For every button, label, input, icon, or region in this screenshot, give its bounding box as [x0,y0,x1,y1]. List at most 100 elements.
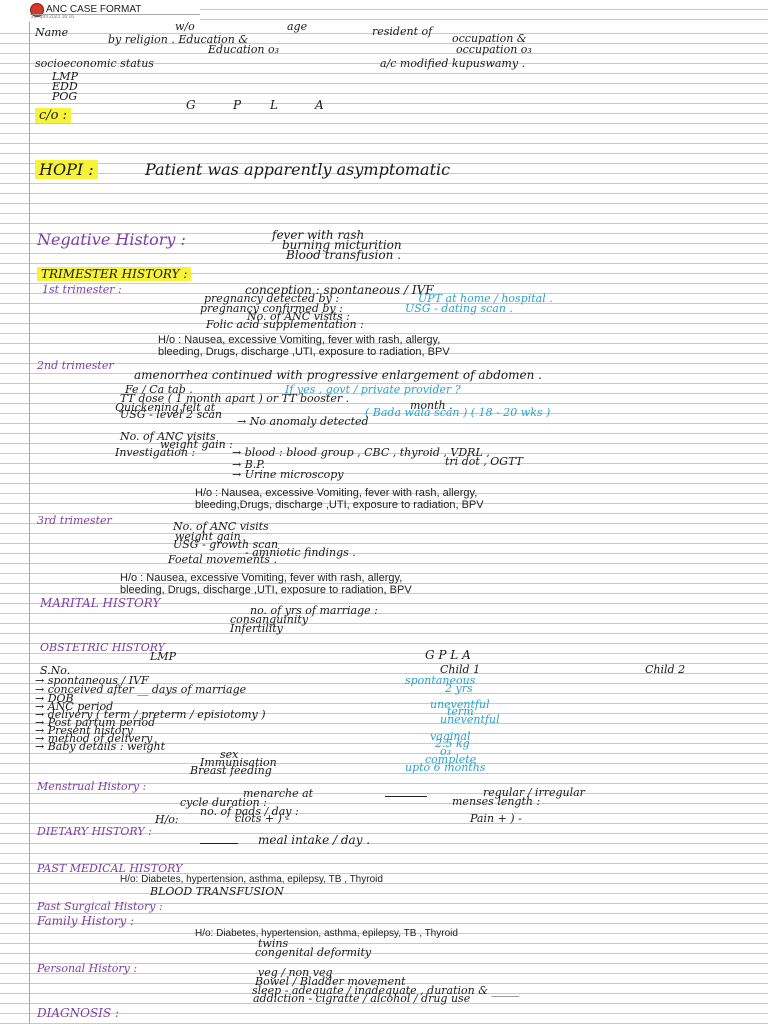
quickening-line: Quickening felt at [115,401,216,414]
obstetric-row-label: → DOB [35,692,74,705]
marital-line: no. of yrs of marriage : [250,604,378,617]
clots-line: clots + ) - [235,812,290,825]
obstetric-row-label: → spontaneous / IVF [35,674,149,687]
obstetric-row-label: Immunisation [200,756,277,769]
menstrual-history-label: Menstrual History : [37,780,147,793]
foetal-line: Foetal movements . [168,553,278,566]
regularity-line: regular / irregular [483,786,585,799]
blood-line: → blood : blood group , CBC , thyroid , … [232,446,490,459]
ho-symptoms: H/o: [155,813,179,826]
detected-note: UPT at home / hospital . [418,292,553,305]
conception-line: conception : spontaneous / IVF [245,283,434,297]
usg-note: ( Bada wala scan ) ( 18 - 20 wks ) [365,406,551,419]
gpla-l: L [270,98,278,112]
fe-ca-line: Fe / Ca tab . [125,383,193,396]
lmp-label: LMP [52,70,78,83]
child1-label: Child 1 [440,663,481,676]
detected-line: pregnancy detected by : [204,292,340,305]
folic-line: Folic acid supplementation : [206,318,364,331]
gpla-a: A [315,98,324,112]
record-dot-icon[interactable] [31,4,43,16]
urine-line: → Urine microscopy [232,468,344,481]
socio-label: socioeconomic status [35,57,154,70]
past-medical-ho: H/o: Diabetes, hypertension, asthma, epi… [120,874,383,885]
menarche-blank [385,796,427,797]
obstetric-row-label: → Post partum period [35,716,156,729]
negative-history-line: Blood transfusion . [286,248,401,262]
diagnosis-label: DIAGNOSIS : [37,1006,119,1020]
menarche-line: menarche at [243,787,314,800]
anc-visits-3: No. of ANC visits [173,520,269,533]
bowel-line: Bowel / Bladder movement [255,975,406,988]
obstetric-row-label: → method of delivery [35,732,153,745]
negative-history-label: Negative History : [37,230,186,249]
blood-line2: tri dot , OGTT [445,455,523,468]
third-trimester-label: 3rd trimester [37,514,112,527]
family-history-label: Family History : [37,914,135,928]
usg-growth-line: USG - growth scan [173,538,279,551]
twins-line: twins [258,937,289,950]
blood-transfusion-line: BLOOD TRANSFUSION [150,885,284,898]
occupation-label: occupation & [452,32,527,45]
obstetric-row-label: → ANC period [35,700,114,713]
pog-label: POG [52,90,78,103]
marital-line: consanguinity [230,613,309,626]
anc-visits-2: No. of ANC visits [120,430,216,443]
kuppuswamy-label: a/c modified kupuswamy . [380,57,526,70]
obstetric-row-label: → conceived after __ days of marriage [35,683,247,696]
sno-label: S.No. [40,664,71,677]
obstetric-row-value: uneventful [430,698,490,711]
investigation-label: Investigation : [115,446,196,459]
quickening-month: month . [410,399,453,412]
child2-label: Child 2 [645,663,686,676]
obstetric-row-value: o₃ [440,745,452,758]
obstetric-row-value: term [447,705,474,718]
obstetric-row-label: → delivery ( term / preterm / episiotomy… [35,708,266,721]
amniotic-line: - amniotic findings . [245,546,356,559]
marital-line: Infertility [230,622,283,635]
weight-gain-2: weight gain : [160,438,233,451]
addiction-line: addiction - cigratte / alcohol / drug us… [253,992,471,1005]
complaint-label: c/o : [35,108,71,123]
religion-label: by religion . Education & [108,33,249,46]
congenital-line: congenital deformity [255,946,372,959]
family-ho: H/o: Diabetes, hypertension, asthma, epi… [195,928,458,939]
first-trimester-label: 1st trimester : [42,283,122,296]
marital-history-label: MARITAL HISTORY [40,596,161,610]
second-trimester-ho2: bleeding,Drugs, discharge ,UTI, exposure… [195,499,484,511]
obstetric-lmp: LMP [150,650,176,663]
sleep-line: sleep - adequate / inadequate , duration… [252,984,520,997]
second-trimester-ho: H/o : Nausea, excessive Vomiting, fever … [195,487,478,499]
bp-line: → B.P. [232,458,265,471]
first-trimester-ho2: bleeding, Drugs, discharge ,UTI, exposur… [158,346,450,358]
margin-line [29,0,30,1024]
obstetric-history-label: OBSTETRIC HISTORY [40,641,165,654]
amenorrhea-line: amenorrhea continued with progressive en… [134,368,542,382]
personal-history-label: Personal History : [37,962,138,975]
past-medical-history-label: PAST MEDICAL HISTORY [37,862,183,875]
obstetric-row-label: sex [220,748,239,761]
resident-label: resident of [372,25,433,38]
education-label: Education o₃ [208,43,280,56]
obstetric-row-label: → Present history [35,724,133,737]
occupation2-label: occupation o₃ [456,43,532,56]
document-header: ANC CASE FORMAT 29 April 2023 16:16 [0,0,200,22]
third-trimester-ho: H/o : Nausea, excessive Vomiting, fever … [120,572,403,584]
gpla-g: G [186,98,196,112]
dietary-blank [200,843,238,844]
obstetric-row-value: uneventful [440,713,500,726]
second-trimester-label: 2nd trimester [37,359,114,372]
negative-history-line: burning micturition [282,238,402,252]
menses-line: menses length : [452,795,541,808]
tt-dose-line: TT dose ( 1 month apart ) or TT booster … [120,392,350,405]
hopi-text: Patient was apparently asymptomatic [145,160,451,179]
dietary-history-label: DIETARY HISTORY : [37,825,152,838]
hopi-label: HOPI : [35,160,98,179]
cycle-line: cycle duration : [180,796,267,809]
veg-line: veg / non veg [258,966,333,979]
confirmed-note: USG - dating scan . [405,302,513,315]
third-trimester-ho2: bleeding, Drugs, discharge ,UTI, exposur… [120,584,412,596]
first-trimester-ho: H/o : Nausea, excessive Vomiting, fever … [158,334,441,346]
negative-history-line: fever with rash [272,228,365,242]
